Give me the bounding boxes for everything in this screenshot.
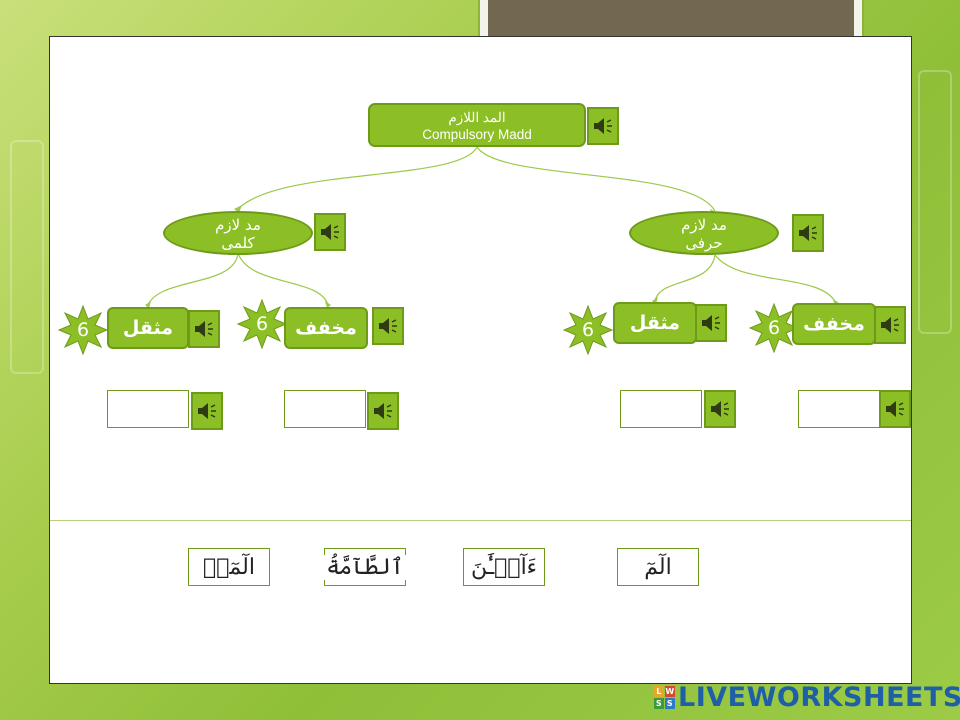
word-card-text: الٓمٓ [642, 554, 674, 580]
answer-drop-box[interactable] [107, 390, 189, 428]
answer-audio-button[interactable] [704, 390, 736, 428]
starburst-icon [562, 304, 614, 356]
leaf-light-letter: مخفف [792, 303, 876, 345]
count-burst: 6 [748, 302, 800, 354]
leaf-heavy-letter: مثقل [613, 302, 697, 344]
count-burst: 6 [562, 304, 614, 356]
root-english-label: Compulsory Madd [422, 127, 532, 142]
speaker-icon [374, 403, 392, 419]
logo-mark-cell: W [665, 685, 675, 697]
logo-mark-cell: S [654, 697, 664, 709]
starburst-icon [236, 298, 288, 350]
left-oval-audio-button[interactable] [314, 213, 346, 251]
logo-text: LIVEWORKSHEETS [678, 681, 960, 713]
word-card-text: ءَآلۡـَٰٔنَ [468, 554, 540, 580]
speaker-icon [321, 224, 339, 240]
word-card-draggable[interactable]: ٱلطَّآمَّةُ [324, 548, 406, 586]
speaker-icon [198, 403, 216, 419]
answer-drop-box[interactable] [798, 390, 880, 428]
burst-count: 6 [76, 319, 90, 341]
right-heavy-audio-button[interactable] [695, 304, 727, 342]
burst-count: 6 [255, 313, 269, 335]
starburst-icon [57, 304, 109, 356]
answer-drop-box[interactable] [284, 390, 366, 428]
logo-mark-icon: L W S S [654, 685, 675, 709]
speaker-icon [379, 318, 397, 334]
worksheet-page: المد اللازم Compulsory Madd مد لازم كلمى… [49, 36, 912, 684]
word-card-draggable[interactable]: الٓمٓرۚ [188, 548, 270, 586]
root-arabic-label: المد اللازم [448, 110, 506, 125]
speaker-icon [711, 401, 729, 417]
background-decoration [10, 140, 44, 374]
speaker-icon [886, 401, 904, 417]
speaker-icon [881, 317, 899, 333]
background-decoration [918, 70, 952, 334]
word-card-draggable[interactable]: ءَآلۡـَٰٔنَ [463, 548, 545, 586]
speaker-icon [195, 321, 213, 337]
root-audio-button[interactable] [587, 107, 619, 145]
burst-count: 6 [767, 317, 781, 339]
root-node-compulsory-madd: المد اللازم Compulsory Madd [368, 103, 586, 147]
count-burst: 6 [57, 304, 109, 356]
right-light-audio-button[interactable] [874, 306, 906, 344]
answer-audio-button[interactable] [367, 392, 399, 430]
branch-oval-word-madd: مد لازم كلمى [163, 211, 313, 255]
word-card-text: الٓمٓرۚ [201, 554, 257, 580]
left-heavy-audio-button[interactable] [188, 310, 220, 348]
answer-audio-button[interactable] [191, 392, 223, 430]
word-card-text: ٱلطَّآمَّةُ [324, 554, 406, 580]
speaker-icon [799, 225, 817, 241]
liveworksheets-logo: L W S S LIVEWORKSHEETS [654, 681, 960, 713]
word-card-draggable[interactable]: الٓمٓ [617, 548, 699, 586]
oval-line-1: مد لازم [215, 216, 261, 234]
count-burst: 6 [236, 298, 288, 350]
answer-drop-box[interactable] [620, 390, 702, 428]
right-oval-audio-button[interactable] [792, 214, 824, 252]
leaf-light-word: مخفف [284, 307, 368, 349]
logo-mark-cell: S [665, 697, 675, 709]
oval-line-1: مد لازم [681, 216, 727, 234]
oval-line-2: حرفى [685, 234, 723, 252]
branch-oval-letter-madd: مد لازم حرفى [629, 211, 779, 255]
leaf-heavy-word: مثقل [107, 307, 189, 349]
starburst-icon [748, 302, 800, 354]
oval-line-2: كلمى [221, 234, 255, 252]
speaker-icon [702, 315, 720, 331]
speaker-icon [594, 118, 612, 134]
logo-mark-cell: L [654, 685, 664, 697]
burst-count: 6 [581, 319, 595, 341]
section-divider [50, 520, 911, 521]
left-light-audio-button[interactable] [372, 307, 404, 345]
answer-audio-button[interactable] [879, 390, 911, 428]
